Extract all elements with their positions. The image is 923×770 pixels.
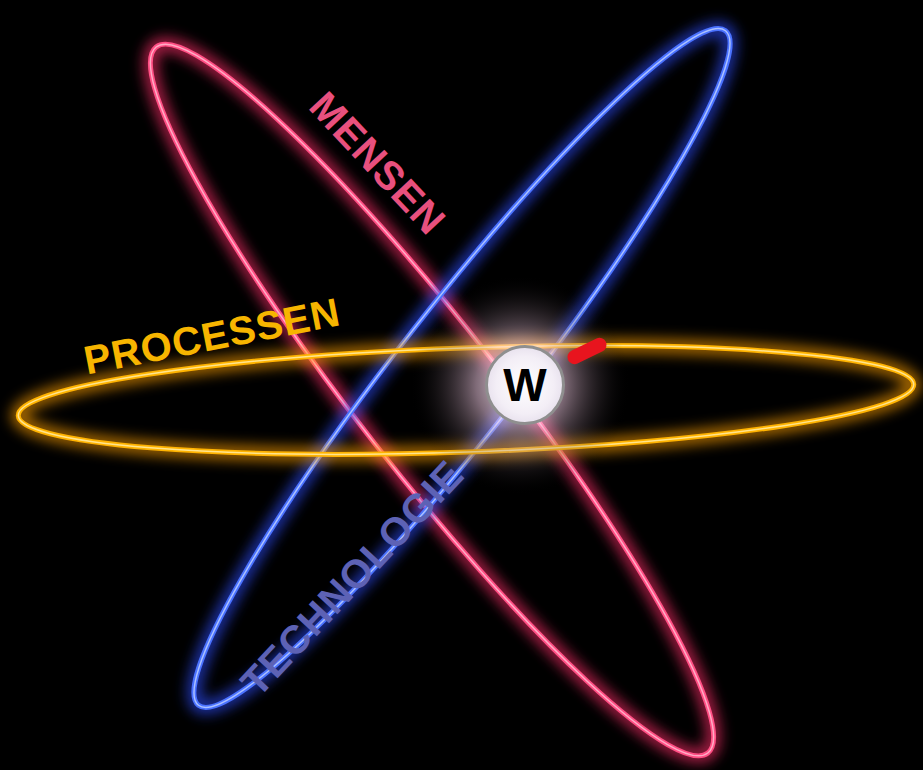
blue-orbit (150, 0, 775, 743)
orbit-label: TECHNOLOGIE (234, 453, 471, 703)
logo-circle: W (485, 345, 565, 425)
logo-letter: W (503, 362, 546, 408)
orbit-label: MENSEN (303, 85, 453, 242)
red-pill (565, 336, 609, 367)
orbit-label: PROCESSEN (80, 292, 343, 381)
